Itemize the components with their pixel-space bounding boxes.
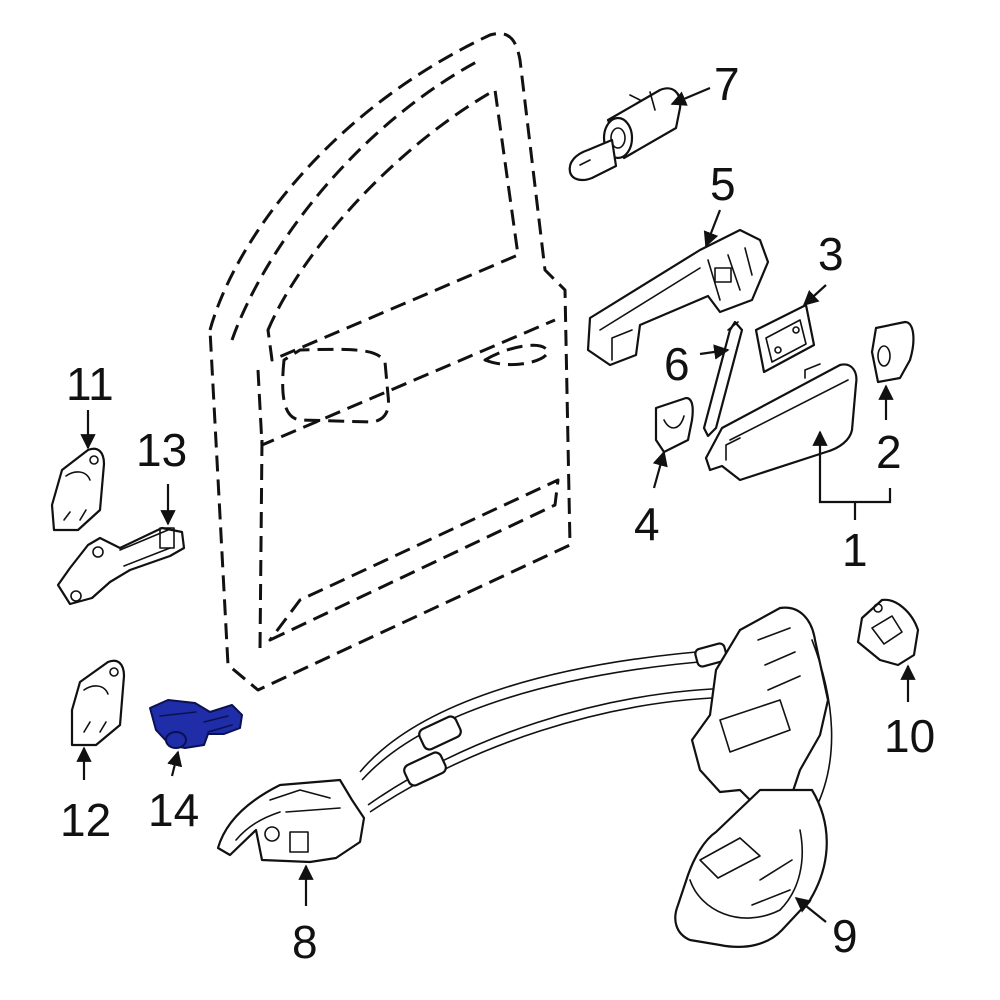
rod-part[interactable] [702, 320, 744, 438]
lock-module-part[interactable] [674, 606, 833, 948]
release-cables [359, 642, 743, 813]
handle-part[interactable] [704, 363, 858, 482]
leader-lines [76, 86, 916, 923]
inner-latch-part[interactable] [216, 778, 366, 864]
callout-10: 10 [884, 710, 935, 762]
callout-6: 6 [664, 338, 690, 390]
callout-12: 12 [60, 794, 111, 846]
switch-part-highlighted[interactable] [149, 699, 243, 749]
callout-1: 1 [842, 524, 868, 576]
callout-7: 7 [714, 58, 740, 110]
callout-14: 14 [148, 784, 199, 836]
door-check-part[interactable] [56, 526, 186, 606]
handle-cap-part[interactable] [870, 320, 915, 384]
outer-handle-part[interactable] [586, 228, 770, 367]
callout-8: 8 [292, 916, 318, 968]
callout-3: 3 [818, 228, 844, 280]
callout-4: 4 [634, 498, 660, 550]
hinge-lower-part[interactable] [70, 659, 126, 747]
callout-13: 13 [136, 424, 187, 476]
gasket-part[interactable] [754, 303, 816, 374]
striker-part[interactable] [856, 598, 920, 667]
callout-11: 11 [66, 358, 114, 410]
callout-9: 9 [832, 910, 858, 962]
callout-labels: 7 5 3 6 2 4 1 11 13 12 14 8 9 10 [60, 58, 935, 968]
pad-part[interactable] [654, 396, 694, 454]
lock-cylinder-part[interactable] [568, 87, 682, 182]
callout-5: 5 [710, 158, 736, 210]
door-outline [208, 32, 572, 692]
hinge-upper-part[interactable] [50, 447, 106, 532]
callout-2: 2 [876, 426, 902, 478]
